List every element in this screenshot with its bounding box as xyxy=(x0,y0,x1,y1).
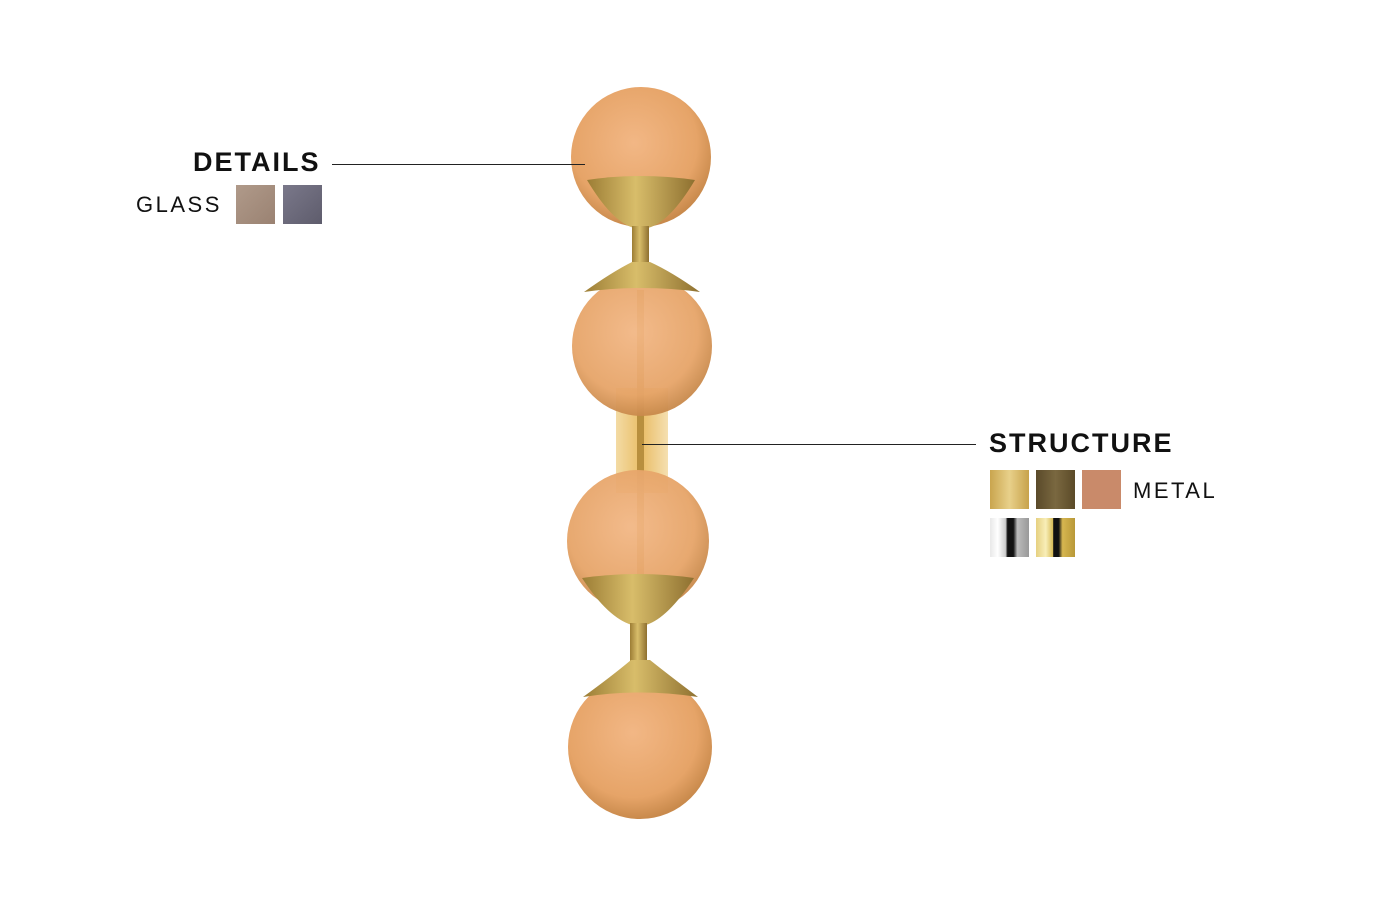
brass-cup xyxy=(583,660,698,697)
glass-label: GLASS xyxy=(136,192,222,217)
brass-cup xyxy=(584,262,700,292)
metal-label: METAL xyxy=(1133,478,1218,503)
swatch-copper[interactable] xyxy=(1082,470,1121,509)
structure-heading: STRUCTURE xyxy=(989,428,1174,458)
swatch-polished-gold[interactable] xyxy=(1036,518,1075,557)
rod xyxy=(637,290,644,580)
brass-cup xyxy=(582,574,694,625)
details-leader-line xyxy=(332,164,585,165)
brass-cup xyxy=(587,176,695,228)
globe-4 xyxy=(568,675,712,819)
swatch-brushed-brass[interactable] xyxy=(990,470,1029,509)
details-heading: DETAILS xyxy=(193,147,321,177)
structure-leader-line xyxy=(642,444,976,445)
swatch-smoke-glass[interactable] xyxy=(283,185,322,224)
swatch-polished-chrome[interactable] xyxy=(990,518,1029,557)
swatch-antique-bronze[interactable] xyxy=(1036,470,1075,509)
globe-2 xyxy=(572,276,712,416)
brass-neck xyxy=(630,623,647,663)
swatch-bronze-glass[interactable] xyxy=(236,185,275,224)
brass-neck xyxy=(632,226,649,268)
